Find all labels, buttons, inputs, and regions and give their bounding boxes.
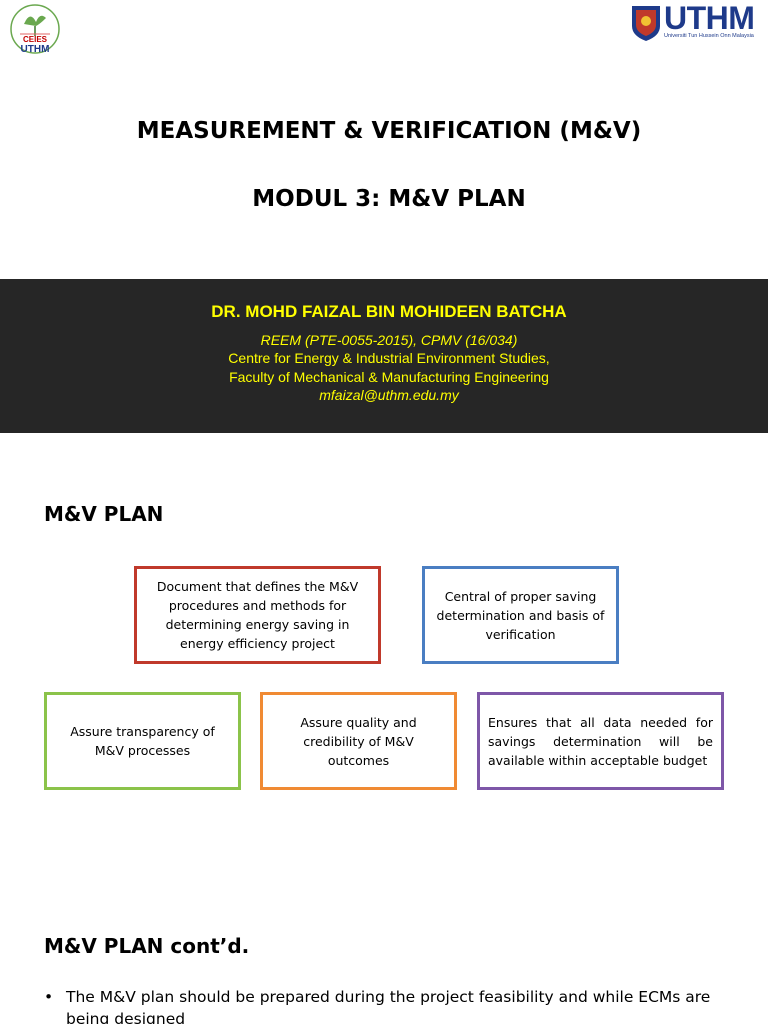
plan-box-transparency: Assure transparency of M&V processes [44, 692, 241, 790]
plan-box-definition: Document that defines the M&V procedures… [134, 566, 381, 664]
mv-plan-heading: M&V PLAN [44, 502, 164, 526]
author-centre: Centre for Energy & Industrial Environme… [228, 350, 550, 366]
plan-box-quality: Assure quality and credibility of M&V ou… [260, 692, 457, 790]
plan-box-data: Ensures that all data needed for savings… [477, 692, 724, 790]
ceies-logo-subtext: UTHM [21, 44, 50, 55]
uthm-logo-text: UTHM [664, 0, 755, 36]
author-credentials: REEM (PTE-0055-2015), CPMV (16/034) [260, 332, 518, 348]
mv-plan-cont-heading: M&V PLAN cont’d. [44, 934, 250, 958]
author-band [0, 279, 768, 433]
uthm-logo-subtext: Universiti Tun Hussein Onn Malaysia [664, 33, 754, 39]
ceies-logo-icon: CEIES UTHM [10, 4, 60, 55]
author-email: mfaizal@uthm.edu.my [319, 387, 459, 403]
title-slide: CEIES UTHM UTHM Universiti Tun Hussein O… [0, 0, 768, 433]
bullet-text: The M&V plan should be prepared during t… [66, 988, 711, 1024]
uthm-crest-icon [632, 6, 660, 41]
plan-box-central: Central of proper saving determination a… [422, 566, 619, 664]
slide-title: MEASUREMENT & VERIFICATION (M&V) [136, 118, 642, 144]
bullet-dot: • [44, 988, 54, 1006]
ceies-logo-text: CEIES [23, 35, 48, 44]
author-name: DR. MOHD FAIZAL BIN MOHIDEEN BATCHA [211, 302, 567, 321]
slide-subtitle: MODUL 3: M&V PLAN [252, 186, 526, 212]
author-faculty: Faculty of Mechanical & Manufacturing En… [229, 369, 549, 385]
bullet-item: • The M&V plan should be prepared during… [44, 986, 734, 1024]
